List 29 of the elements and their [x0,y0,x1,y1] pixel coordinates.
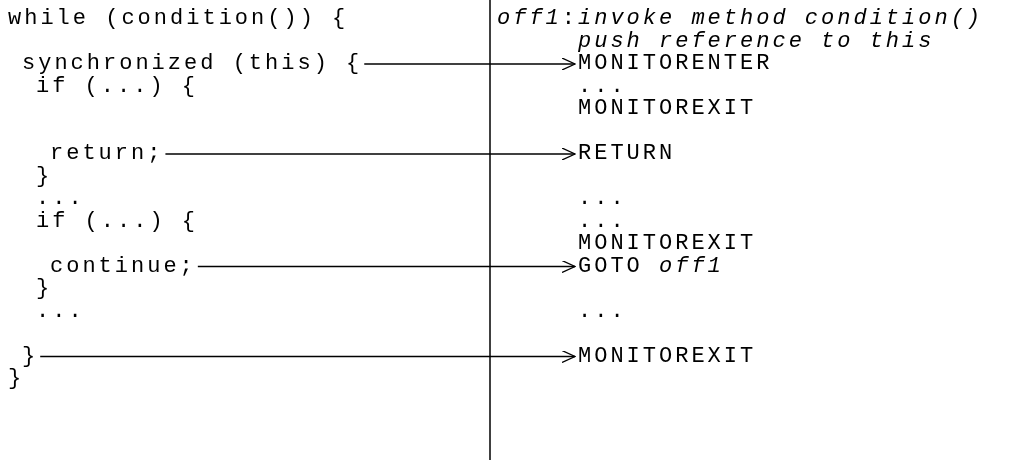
arrow [164,147,576,161]
code-line: continue; [50,255,196,278]
code-line: ... [36,300,85,323]
arrow [363,57,576,71]
arrow [39,349,576,364]
code-line: ... [36,188,85,210]
bytecode-line: MONITORENTER [578,53,773,75]
code-line: if (...) { [36,210,199,233]
bytecode-line: GOTO off1 [578,255,724,278]
bytecode-line: ... [578,210,627,233]
code-line: } [22,345,39,368]
comment-line: invoke method condition() [578,8,984,30]
code-line: } [36,165,53,188]
bytecode-line: MONITOREXIT [578,345,757,368]
code-line: } [8,368,25,390]
bytecode-line: RETURN [578,143,676,165]
code-line: if (...) { [36,75,199,98]
comment-line: push reference to this [578,30,935,53]
code-line: while (condition()) { [8,8,349,30]
bytecode-line: MONITOREXIT [578,98,757,120]
code-line: } [36,278,53,300]
arrow [197,259,576,274]
offset-label: off1: [497,8,578,30]
bytecode-line: ... [578,75,627,98]
code-line: synchronized (this) { [22,53,363,75]
bytecode-line: MONITOREXIT [578,233,757,255]
bytecode-line: ... [578,188,627,210]
bytecode-line: ... [578,300,627,323]
code-line: return; [50,143,164,165]
